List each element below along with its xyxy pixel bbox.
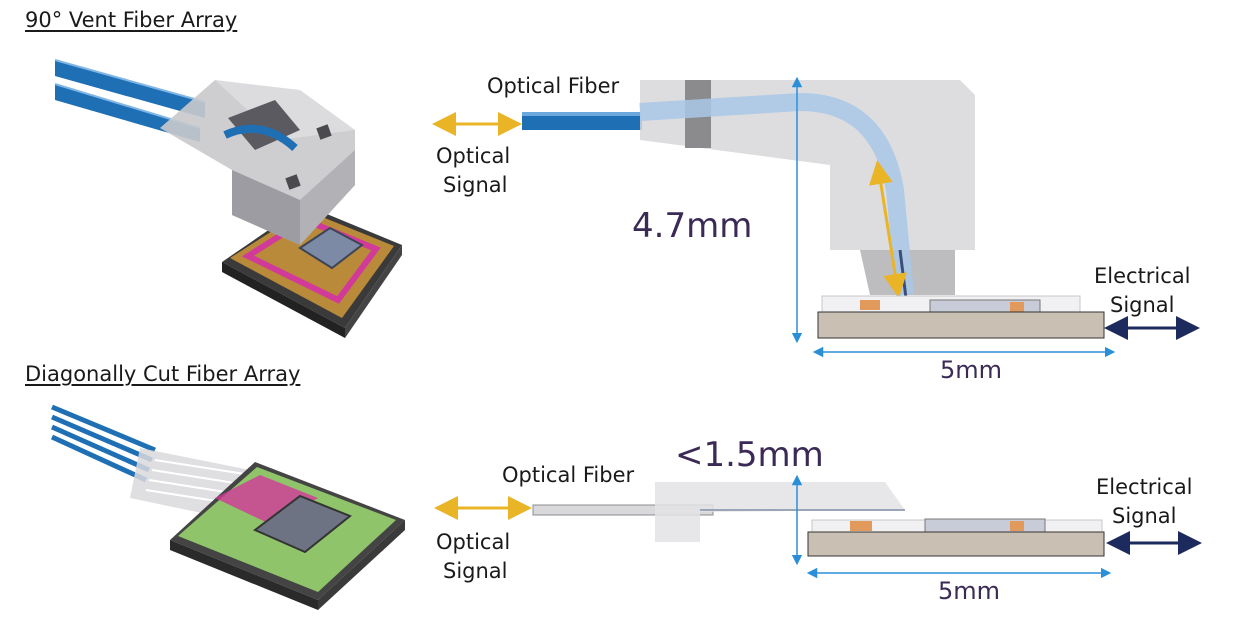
bottom-section-title: Diagonally Cut Fiber Array [25,362,301,386]
vent-fiber-array-render [54,59,402,338]
vent-cross-section [432,76,1200,358]
optical-signal-label-bottom-line2: Signal [443,559,508,583]
electrical-signal-label-top-line2: Signal [1110,293,1175,317]
height-dimension-label-top: 4.7mm [632,206,753,246]
substrate-bottom [807,531,1105,557]
diagonal-cut-array-render [50,404,405,610]
substrate-top [817,311,1105,339]
width-dimension-label-top: 5mm [940,356,1003,384]
electrical-signal-label-top-line1: Electrical [1094,264,1191,288]
electrical-signal-label-bottom-line2: Signal [1112,504,1177,528]
width-dimension-label-bottom: 5mm [938,577,1001,605]
optical-fiber-top [522,112,642,130]
optical-signal-label-bottom-line1: Optical [436,530,511,554]
diagonal-cross-section [434,474,1202,579]
electrical-signal-label-bottom-line1: Electrical [1096,475,1193,499]
optical-signal-label-top-line1: Optical [436,144,511,168]
top-section-title: 90° Vent Fiber Array [25,8,238,32]
optical-fiber-label-top: Optical Fiber [487,74,620,98]
height-dimension-label-bottom: <1.5mm [675,435,824,475]
optical-fiber-label-bottom: Optical Fiber [502,463,635,487]
optical-signal-label-top-line2: Signal [443,173,508,197]
